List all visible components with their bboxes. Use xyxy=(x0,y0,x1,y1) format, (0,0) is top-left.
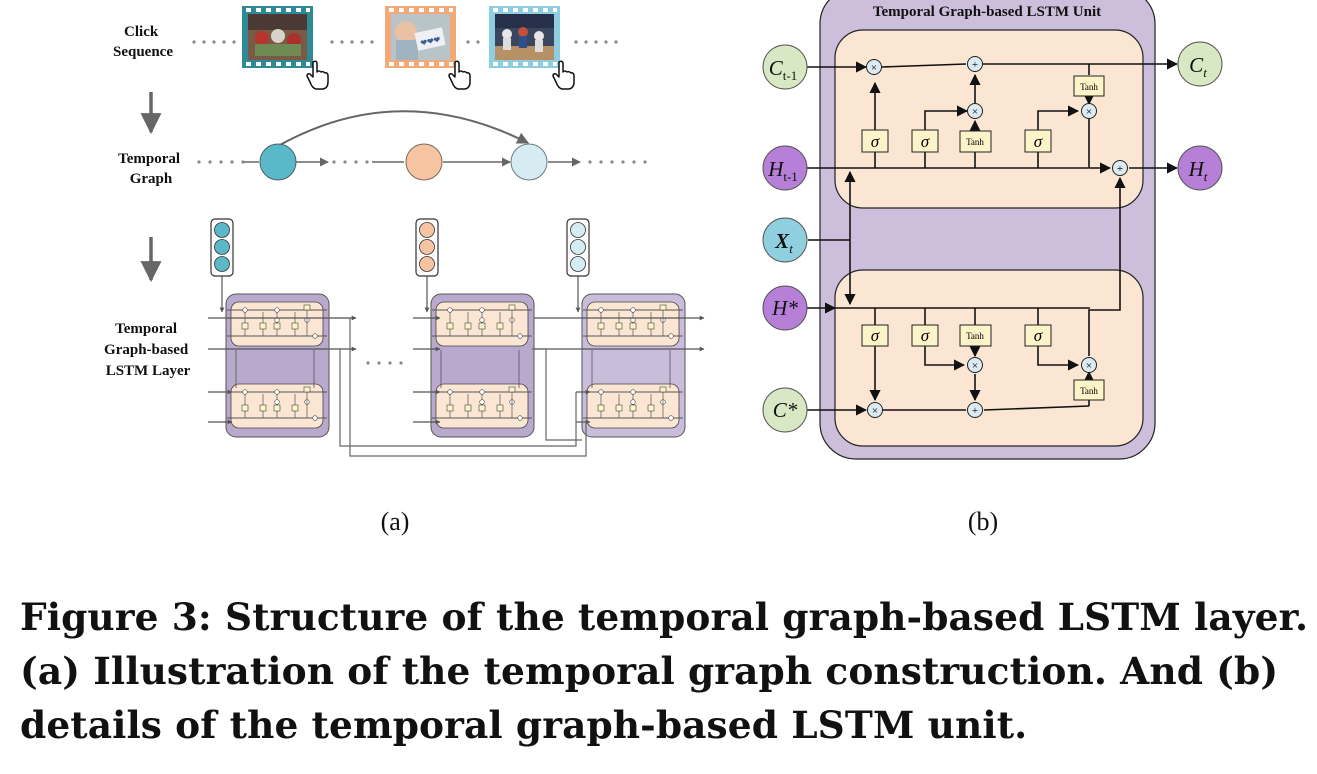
layer-dots xyxy=(366,361,403,365)
h-prev-node: Ht-1 xyxy=(762,145,808,191)
svg-text:Tanh: Tanh xyxy=(966,331,984,341)
hand-pointer-icon-2 xyxy=(448,60,471,90)
svg-text:×: × xyxy=(1086,106,1092,118)
svg-text:❤❤❤: ❤❤❤ xyxy=(420,35,442,48)
vector-stack-2 xyxy=(415,218,439,277)
mini-lstm-units xyxy=(208,293,705,457)
graph-node-3 xyxy=(510,143,548,181)
svg-text:+: + xyxy=(972,405,978,417)
lstm-layer-label: Temporal Graph-based LSTM Layer xyxy=(104,321,192,379)
click-sequence-label-line1: Click xyxy=(124,24,159,40)
svg-text:Ct-1: Ct-1 xyxy=(769,56,797,83)
svg-text:Ht: Ht xyxy=(1188,157,1208,184)
h-t-node: Ht xyxy=(1177,145,1223,191)
svg-text:σ: σ xyxy=(921,326,930,345)
svg-text:Tanh: Tanh xyxy=(1080,82,1098,92)
panel-b: Temporal Graph-based LSTM Unit xyxy=(762,0,1223,536)
mini-unit-3 xyxy=(581,293,686,438)
click-sequence-label: Click Sequence xyxy=(113,24,173,60)
svg-text:σ: σ xyxy=(871,132,880,151)
h-star-node: H* xyxy=(762,285,808,331)
c-prev-node: Ct-1 xyxy=(762,44,808,90)
click-sequence-label-line2: Sequence xyxy=(113,44,173,60)
cell-tanh-upper xyxy=(1073,75,1105,97)
graph-node-2 xyxy=(405,143,443,181)
svg-text:×: × xyxy=(972,106,978,118)
svg-text:×: × xyxy=(1086,360,1092,372)
svg-text:C*: C* xyxy=(773,398,798,422)
svg-text:Xt: Xt xyxy=(774,229,793,256)
football-frame-image xyxy=(242,6,313,68)
output-gate-sigma xyxy=(1024,129,1052,153)
svg-text:×: × xyxy=(872,405,878,417)
svg-text:σ: σ xyxy=(871,326,880,345)
c-t-node: Ct xyxy=(1177,41,1223,87)
temporal-graph-label: Temporal Graph xyxy=(118,151,184,187)
candidate-tanh xyxy=(959,130,992,153)
panel-a-label: (a) xyxy=(381,507,410,536)
lower-cell xyxy=(834,269,1144,447)
panel-b-label: (b) xyxy=(968,507,998,536)
unit-title: Temporal Graph-based LSTM Unit xyxy=(873,4,1101,20)
vector-stack-3 xyxy=(566,218,590,277)
svg-text:Ct: Ct xyxy=(1189,53,1207,80)
svg-text:σ: σ xyxy=(1034,132,1043,151)
panel-a: Click Sequence Temporal Graph Temporal G… xyxy=(104,6,705,536)
sequence-dots xyxy=(192,40,618,44)
input-gate-sigma xyxy=(911,129,939,153)
upper-cell xyxy=(834,29,1144,209)
lower-gates: σ σ Tanh σ Tanh xyxy=(861,324,1105,401)
svg-text:σ: σ xyxy=(921,132,930,151)
forget-gate-sigma xyxy=(861,129,889,153)
hand-pointer-icon-1 xyxy=(306,60,329,90)
basketball-frame-image xyxy=(489,6,560,68)
svg-text:×: × xyxy=(871,62,877,74)
svg-text:σ: σ xyxy=(1034,326,1043,345)
mini-unit-1 xyxy=(225,293,330,438)
hand-pointer-icon-3 xyxy=(552,60,575,90)
svg-text:Tanh: Tanh xyxy=(1080,386,1098,396)
lower-ops: × + × × xyxy=(867,357,1097,418)
svg-text:+: + xyxy=(1117,163,1123,175)
graph-node-1 xyxy=(259,143,297,181)
vector-stack-1 xyxy=(210,218,234,277)
figure-caption: Figure 3: Structure of the temporal grap… xyxy=(20,595,1309,747)
upper-ops: × + × × + xyxy=(866,56,1128,176)
svg-text:H*: H* xyxy=(771,296,798,320)
c-star-node: C* xyxy=(762,387,808,433)
svg-text:Ht-1: Ht-1 xyxy=(767,157,798,184)
svg-text:×: × xyxy=(972,360,978,372)
mini-unit-2 xyxy=(430,293,535,438)
x-t-node: Xt xyxy=(762,217,808,263)
svg-text:Tanh: Tanh xyxy=(966,137,984,147)
upper-gates: σ σ Tanh σ Tanh xyxy=(861,75,1105,153)
baby-frame-image: ❤❤❤ xyxy=(385,6,456,68)
svg-text:+: + xyxy=(972,59,978,71)
temporal-graph xyxy=(197,110,647,181)
figure-3-diagram: Click Sequence Temporal Graph Temporal G… xyxy=(104,0,1223,536)
